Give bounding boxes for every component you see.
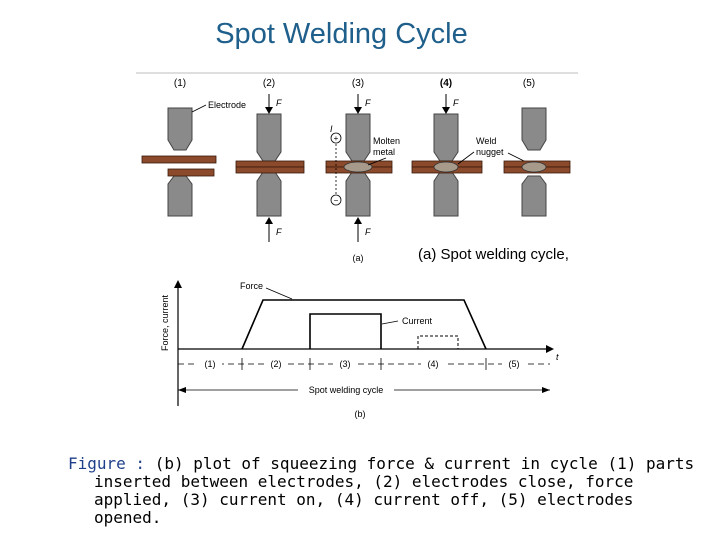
current-label: I	[330, 124, 333, 134]
electrode-callout: Electrode	[208, 100, 246, 110]
negative-terminal-label: −	[334, 196, 339, 205]
stage-1-workpiece	[141, 155, 217, 177]
weld-nugget-callout-line1: Weld	[476, 136, 496, 146]
figure-caption-line-3: applied, (3) current on, (4) current off…	[94, 490, 634, 509]
positive-terminal-label: +	[334, 134, 339, 143]
figure-caption-line-2: inserted between electrodes, (2) electro…	[94, 472, 634, 491]
force-label-bottom-2: F	[276, 227, 282, 237]
interval-label-4: (4)	[428, 359, 439, 369]
stage-1-electrodes	[167, 107, 193, 217]
negative-terminal-icon	[330, 194, 342, 206]
slide-title: Spot Welding Cycle	[215, 18, 468, 50]
cycle-label: Spot welding cycle	[309, 385, 384, 395]
force-callout: Force	[240, 281, 263, 291]
weld-nugget-callout-line2: nugget	[476, 147, 504, 157]
molten-metal-callout-line2: metal	[373, 147, 395, 157]
force-curve	[241, 299, 487, 350]
force-current-plot: Force, current t Force Current (1) (2) (…	[160, 280, 559, 419]
y-axis-label: Force, current	[160, 294, 170, 351]
stage-3-electrodes	[345, 113, 371, 217]
panel-a-sub-label: (a)	[353, 253, 364, 263]
stage-4-workpiece	[411, 160, 483, 174]
stage-2-workpiece	[235, 160, 305, 174]
figure-caption-text-1: (b) plot of squeezing force & current in…	[154, 454, 695, 473]
force-label-top-4: F	[453, 98, 459, 108]
current-pulse	[309, 313, 382, 349]
stage-5-electrodes	[521, 107, 547, 217]
current-off-dashed	[417, 335, 459, 349]
interval-markers	[178, 358, 550, 370]
molten-metal-callout-line1: Molten	[373, 136, 400, 146]
force-label-bottom-3: F	[365, 227, 371, 237]
force-label-top-2: F	[276, 98, 282, 108]
step-label-5: (5)	[523, 78, 535, 89]
interval-label-3: (3)	[340, 359, 351, 369]
spot-welding-cycle-diagram: (1) (2) (3) (4) (5) Electrode F F F F	[136, 72, 578, 263]
figure-caption: Figure : (b) plot of squeezing force & c…	[68, 454, 694, 527]
force-label-top-3: F	[365, 98, 371, 108]
step-label-4: (4)	[440, 78, 452, 89]
positive-terminal-icon	[330, 132, 342, 144]
interval-label-2: (2)	[271, 359, 282, 369]
current-callout: Current	[402, 316, 433, 326]
step-label-2: (2)	[263, 78, 275, 89]
figure-caption-line-4: opened.	[94, 508, 162, 527]
step-label-1: (1)	[174, 78, 186, 89]
stage-5-workpiece	[503, 160, 571, 174]
interval-label-1: (1)	[205, 359, 216, 369]
panel-b-sub-label: (b)	[355, 409, 366, 419]
figure-caption-line-1: Figure : (b) plot of squeezing force & c…	[68, 454, 694, 473]
panel-a-caption: (a) Spot welding cycle,	[418, 246, 569, 263]
stage-4-electrodes	[433, 113, 459, 217]
stage-3-workpiece	[325, 160, 393, 174]
step-label-3: (3)	[352, 78, 364, 89]
figure-caption-prefix: Figure :	[68, 454, 146, 473]
interval-label-5: (5)	[509, 359, 520, 369]
x-axis-label: t	[556, 352, 559, 362]
